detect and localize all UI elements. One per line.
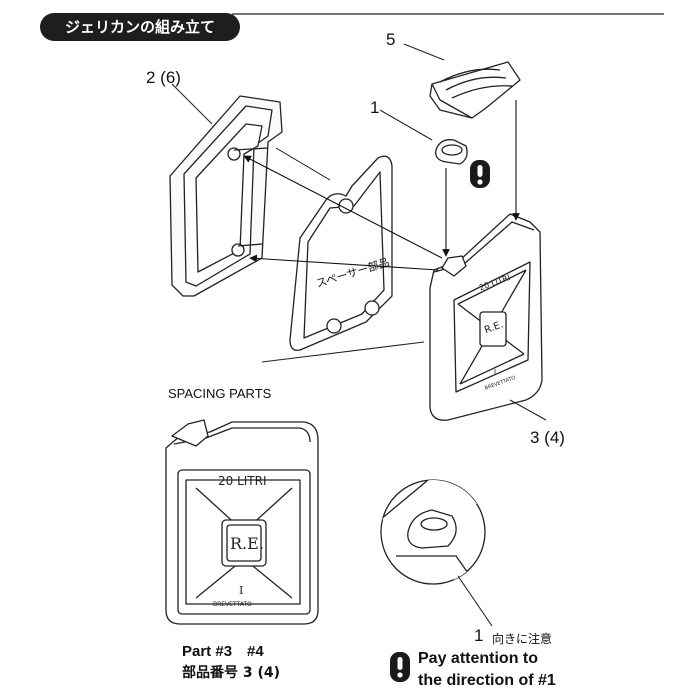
assembly-arrows	[243, 100, 520, 271]
leader-lines	[171, 43, 547, 627]
label-part1-direction-jp: 向きに注意	[492, 632, 553, 646]
attention-icon	[470, 160, 490, 188]
spacer-plate	[289, 155, 393, 351]
page-title: ジェリカンの組み立て	[40, 13, 240, 41]
can-front-maker: BREVETTATO	[213, 601, 252, 608]
part-3-can-upper	[429, 213, 543, 421]
can-front-numeral: I	[239, 584, 244, 597]
assembly-guides	[275, 147, 331, 181]
part-5-handle	[429, 61, 521, 119]
label-spacing-parts: SPACING PARTS	[168, 386, 272, 401]
label-attention-line2: the direction of #1	[418, 672, 556, 689]
label-part-5: 5	[386, 30, 396, 49]
attention-icon-bottom	[390, 652, 410, 682]
part-1-cap	[435, 139, 468, 165]
label-part-code-jp: 部品番号 3 (4)	[182, 665, 281, 681]
part-2-frame	[169, 95, 283, 297]
label-attention-line1: Pay attention to	[418, 650, 539, 667]
can-upper-numeral: I	[494, 368, 497, 376]
label-part-2-6: 2 (6)	[146, 68, 181, 87]
label-part-3-4: 3 (4)	[530, 428, 565, 447]
can-front-initials: R.E.	[230, 534, 264, 553]
label-detail-part-1: 1	[474, 626, 484, 645]
label-part-code: Part #3 #4	[182, 643, 264, 660]
label-part-1: 1	[370, 98, 380, 117]
part-3-can-front	[165, 419, 319, 625]
can-front-capacity: 20 LITRI	[218, 474, 267, 488]
